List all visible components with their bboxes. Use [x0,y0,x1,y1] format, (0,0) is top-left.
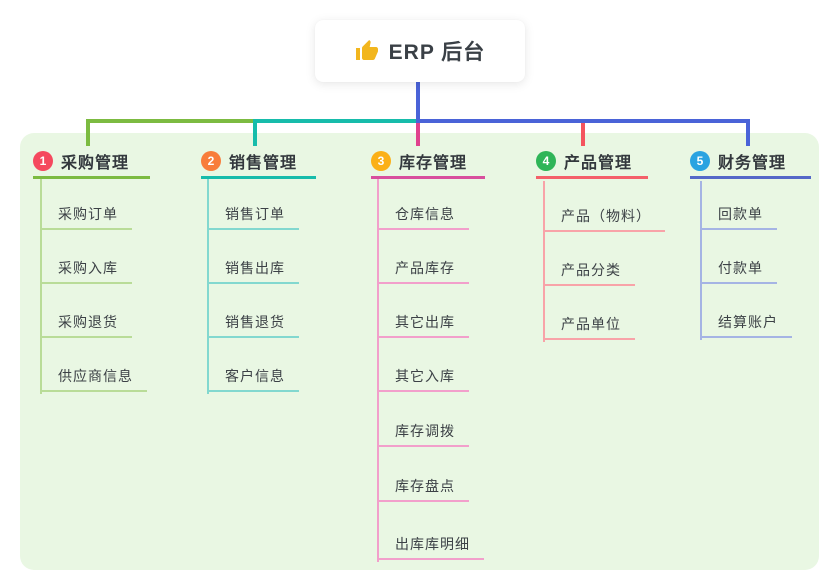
connector-drop-inventory [416,123,420,146]
connector-drop-sales [253,119,257,146]
child-node[interactable]: 供应商信息 [40,362,147,392]
branch-header-finance[interactable]: 5 财务管理 [690,146,811,179]
child-node[interactable]: 客户信息 [207,362,299,392]
root-node[interactable]: ERP 后台 [315,20,525,82]
connector-drop-finance [746,119,750,146]
child-node[interactable]: 回款单 [700,200,777,230]
child-node[interactable]: 出库库明细 [377,530,484,560]
branch-rail-inventory [377,179,379,562]
branch-header-purchase[interactable]: 1 采购管理 [33,146,150,179]
connector-drop-product [581,123,585,146]
child-node[interactable]: 采购入库 [40,254,132,284]
branch-header-product[interactable]: 4 产品管理 [536,146,648,179]
child-node[interactable]: 销售出库 [207,254,299,284]
child-node[interactable]: 仓库信息 [377,200,469,230]
root-label: ERP 后台 [388,41,486,64]
child-node[interactable]: 库存盘点 [377,472,469,502]
child-node[interactable]: 产品分类 [543,256,635,286]
connector-root-drop [416,82,420,123]
child-node[interactable]: 销售订单 [207,200,299,230]
thumbs-up-icon [355,39,379,63]
branch-rail-sales [207,179,209,394]
branch-rail-purchase [40,179,42,394]
branch-badge: 1 [33,151,53,171]
branch-rail-finance [700,181,702,340]
child-node[interactable]: 采购订单 [40,200,132,230]
connector-bus-teal [255,119,418,123]
child-node[interactable]: 付款单 [700,254,777,284]
branch-badge: 2 [201,151,221,171]
child-node[interactable]: 产品单位 [543,310,635,340]
branch-header-inventory[interactable]: 3 库存管理 [371,146,485,179]
child-node[interactable]: 采购退货 [40,308,132,338]
child-node[interactable]: 产品（物料） [543,202,665,232]
branch-label: 采购管理 [61,155,130,172]
child-node[interactable]: 结算账户 [700,308,792,338]
connector-bus-green [86,119,257,123]
connector-drop-purchase [86,119,90,146]
child-node[interactable]: 销售退货 [207,308,299,338]
branch-label: 销售管理 [229,155,298,172]
child-node[interactable]: 其它入库 [377,362,469,392]
child-node[interactable]: 产品库存 [377,254,469,284]
child-node[interactable]: 其它出库 [377,308,469,338]
branch-badge: 3 [371,151,391,171]
branch-rail-product [543,181,545,342]
branch-badge: 4 [536,151,556,171]
branch-label: 产品管理 [564,155,633,172]
connector-bus-blue [418,119,750,123]
branch-label: 库存管理 [399,155,468,172]
branch-label: 财务管理 [718,155,787,172]
branches-panel [20,133,819,570]
branch-header-sales[interactable]: 2 销售管理 [201,146,316,179]
branch-badge: 5 [690,151,710,171]
child-node[interactable]: 库存调拨 [377,417,469,447]
